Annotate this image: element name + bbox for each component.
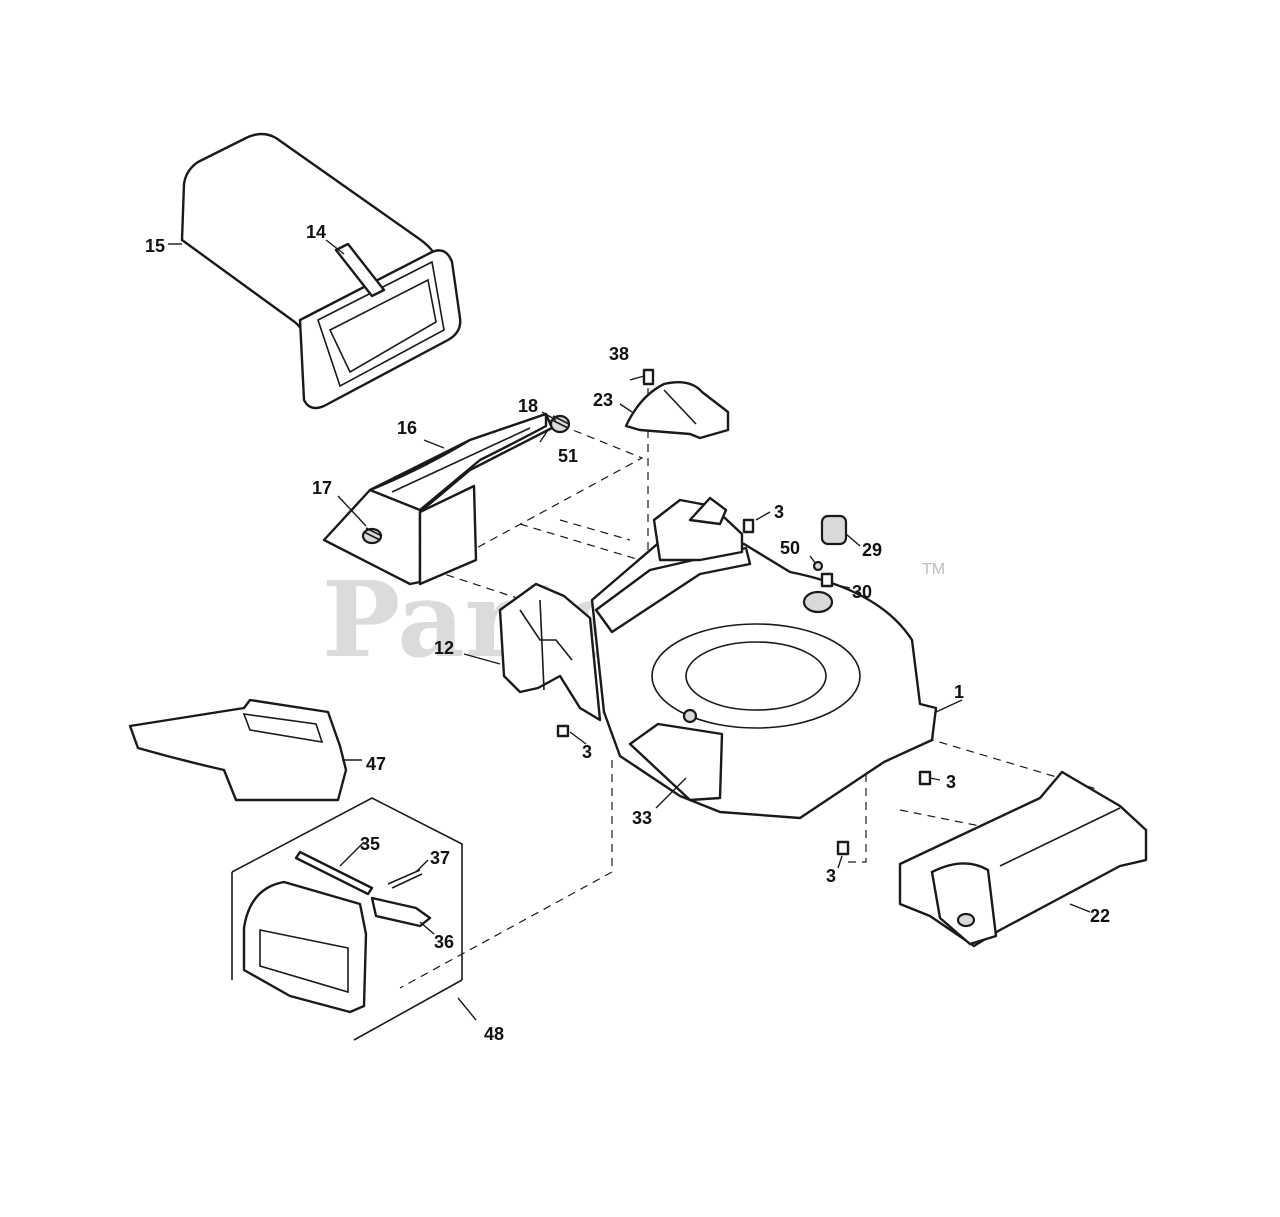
part-15-grass-bag[interactable] (180, 132, 462, 410)
callout-36: 36 (434, 932, 454, 952)
callout-50: 50 (780, 538, 800, 558)
callout-29: 29 (862, 540, 882, 560)
callout-16: 16 (397, 418, 417, 438)
leader-lines (168, 239, 1091, 1021)
callout-3-right: 3 (946, 772, 956, 792)
callout-18: 18 (518, 396, 538, 416)
part-14-bag-handle[interactable] (334, 242, 386, 298)
part-30-adjuster[interactable] (802, 572, 834, 614)
part-38-screw[interactable] (642, 368, 655, 386)
callout-47: 47 (366, 754, 386, 774)
part-12-rear-frame[interactable] (498, 582, 602, 722)
callout-12: 12 (434, 638, 454, 658)
part-35-rod[interactable] (294, 850, 374, 896)
callout-23: 23 (593, 390, 613, 410)
callout-38: 38 (609, 344, 629, 364)
part-37-spring[interactable] (387, 869, 423, 889)
callout-35: 35 (360, 834, 380, 854)
part-22-front-skirt[interactable] (898, 770, 1148, 948)
callout-14: 14 (306, 222, 326, 242)
watermark-trademark: TM (922, 561, 945, 578)
part-48-kit-outline (231, 797, 463, 1041)
callout-17: 17 (312, 478, 332, 498)
callout-3-bottom: 3 (826, 866, 836, 886)
callout-3-top: 3 (774, 502, 784, 522)
callout-3-left: 3 (582, 742, 592, 762)
part-3-screw-left[interactable] (556, 724, 570, 738)
callout-30: 30 (852, 582, 872, 602)
callout-15: 15 (145, 236, 165, 256)
part-29-spring[interactable] (820, 514, 848, 546)
callout-22: 22 (1090, 906, 1110, 926)
part-36-bracket[interactable] (370, 896, 432, 928)
callout-48: 48 (484, 1024, 504, 1044)
callout-33: 33 (632, 808, 652, 828)
mulch-plug[interactable] (242, 880, 368, 1014)
part-17-spring[interactable] (361, 527, 383, 545)
callout-51: 51 (558, 446, 578, 466)
part-23-cover[interactable] (624, 381, 730, 440)
part-1-deck[interactable] (590, 496, 938, 820)
part-47-discharge-chute[interactable] (128, 698, 348, 802)
part-16-rear-door[interactable] (322, 412, 554, 586)
part-3-screw-right[interactable] (918, 770, 932, 786)
part-3-screw-top[interactable] (742, 518, 755, 534)
callout-1: 1 (954, 682, 964, 702)
callout-37: 37 (430, 848, 450, 868)
part-3-screw-bottom[interactable] (836, 840, 850, 856)
